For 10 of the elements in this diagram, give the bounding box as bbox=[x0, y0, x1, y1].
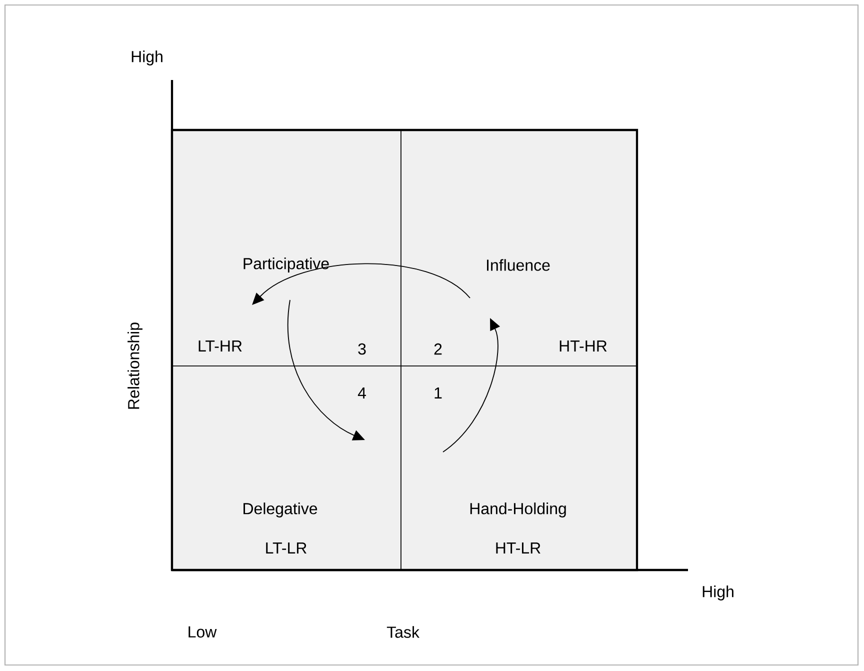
axis-label: Low bbox=[188, 626, 217, 638]
quadrant-number: 2 bbox=[434, 343, 442, 355]
axis-label: Relationship bbox=[128, 322, 142, 409]
quadrant-number: 3 bbox=[358, 343, 366, 355]
axis-label: High bbox=[702, 586, 734, 600]
axis-label: Task bbox=[386, 626, 420, 638]
cycle-arrow bbox=[252, 263, 470, 305]
axis-label: High bbox=[132, 50, 162, 66]
quadrant-number: 1 bbox=[434, 388, 442, 398]
quadrant-number: 4 bbox=[358, 388, 366, 398]
